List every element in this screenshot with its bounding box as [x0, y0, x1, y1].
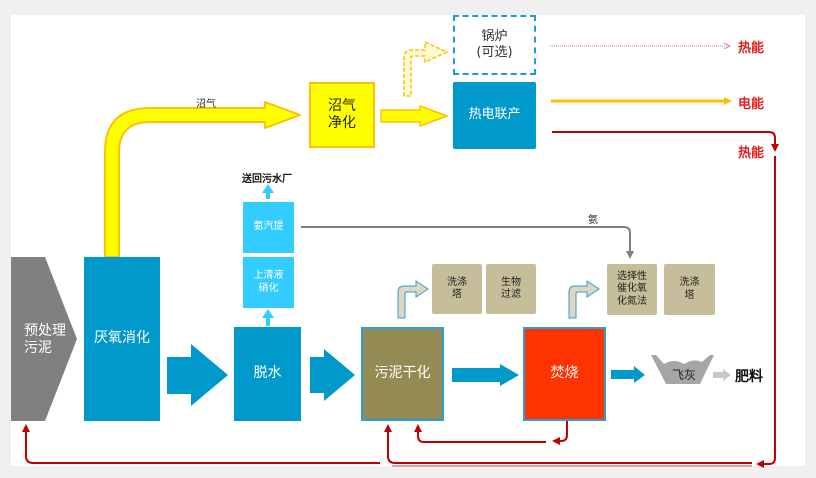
purification-to-boiler-dashed-arrow: [403, 40, 449, 97]
heat-return-vertical-line: [756, 156, 776, 468]
incineration-to-drying-return: [414, 424, 546, 443]
fertilizer-label: 肥料: [735, 369, 763, 385]
purification-to-chp-arrow: [380, 104, 450, 128]
return-to-wwtp-label: 送回污水厂: [242, 174, 292, 185]
chp-node: 热电联产: [453, 82, 536, 149]
ammonia-stripping-node: 氨汽提: [243, 202, 294, 253]
electricity-label: 电能: [738, 97, 765, 112]
dewatering-to-nitrification-arrow: [262, 309, 274, 326]
incineration-exhaust-arrow: [568, 280, 600, 319]
pretreated-sludge-shape: [11, 257, 77, 421]
scrubber-node-2: 洗涤 塔: [664, 264, 715, 315]
incineration-node: 焚烧: [523, 327, 606, 421]
incineration-to-flyash-arrow: [611, 366, 645, 383]
ammonia-line: [301, 226, 634, 259]
pretreated-sludge-node: 预处理 污泥: [24, 322, 66, 357]
supernatant-nitrification-node: 上清液 硝化: [243, 257, 294, 308]
sludge-drying-node: 污泥干化: [361, 327, 444, 421]
dewatering-node: 脱水: [234, 327, 301, 421]
boiler-heat-label: 热能: [738, 41, 765, 56]
biogas-arrow: [104, 101, 301, 258]
chp-heat-return-line: [552, 131, 779, 152]
incineration-to-drying-loop: [552, 421, 568, 445]
anaerobic-digestion-node: 厌氧消化: [84, 257, 160, 421]
flyash-to-fertilizer-arrow: [713, 369, 731, 381]
drying-exhaust-arrow: [397, 280, 429, 319]
biogas-edge-label: 沼气: [196, 99, 216, 110]
drying-to-incineration-arrow: [452, 364, 519, 386]
return-to-drying-line: [384, 424, 752, 464]
ammonia-edge-label: 氨: [588, 215, 598, 226]
fly-ash-label: 飞灰: [672, 368, 697, 382]
biofilter-node: 生物 过滤: [486, 264, 536, 314]
chp-heat-label: 热能: [738, 146, 765, 161]
dewatering-to-drying-arrow: [310, 349, 355, 401]
return-to-pretreatment-line: [22, 424, 380, 464]
scr-node: 选择性 催化氧 化氮法: [607, 264, 657, 315]
digestion-to-dewatering-arrow: [167, 344, 228, 406]
fly-ash-bowl-icon: [651, 355, 714, 384]
scrubber-node-1: 洗涤 塔: [432, 264, 482, 314]
biogas-purification-node: 沼气 净化: [309, 82, 375, 148]
stripping-to-wwtp-arrow: [262, 184, 274, 199]
boiler-optional-node: 锅炉 (可选): [453, 15, 536, 75]
